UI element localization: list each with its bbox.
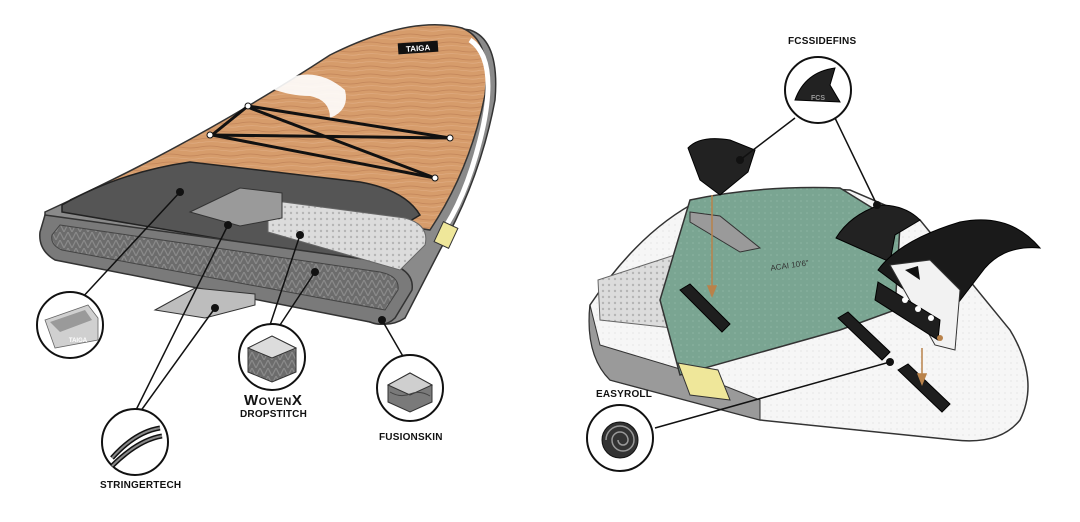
side-fin-left — [687, 138, 756, 196]
label-fcs-side-fins: FCSSIDEFINS — [788, 36, 857, 47]
wovenx-circle — [238, 323, 306, 391]
fin-logo: FCS — [811, 95, 825, 102]
fin-boxes — [679, 283, 951, 413]
stringertech-circle — [101, 408, 169, 476]
fusionskin-circle — [376, 354, 444, 422]
label-wovenx: WovenX — [244, 392, 303, 409]
left-board-illustration: TAIGA — [39, 24, 497, 325]
assembly-arrows — [706, 195, 928, 387]
right-callout-dots — [736, 156, 894, 366]
label-easyroll: EASYROLL — [596, 389, 653, 400]
side-fin-right — [835, 204, 921, 263]
label-dropstitch: DROPSTITCH — [240, 409, 307, 420]
right-callout-lines — [654, 117, 891, 429]
right-board-illustration: ACAI 10'6" — [588, 138, 1042, 442]
easyroll-circle — [586, 404, 654, 472]
closeup-logo: TAIGA — [69, 338, 88, 344]
label-fusionskin: FUSIONSKIN — [379, 432, 443, 443]
deck-pad-closeup-circle: TAIGA — [36, 291, 104, 359]
board-logo: TAIGA — [406, 43, 431, 54]
label-stringertech: STRINGERTECH — [100, 480, 182, 491]
bungee-cord — [209, 104, 451, 180]
left-callout-dots — [176, 188, 386, 324]
fcs-side-fins-circle: FCS — [784, 56, 852, 124]
